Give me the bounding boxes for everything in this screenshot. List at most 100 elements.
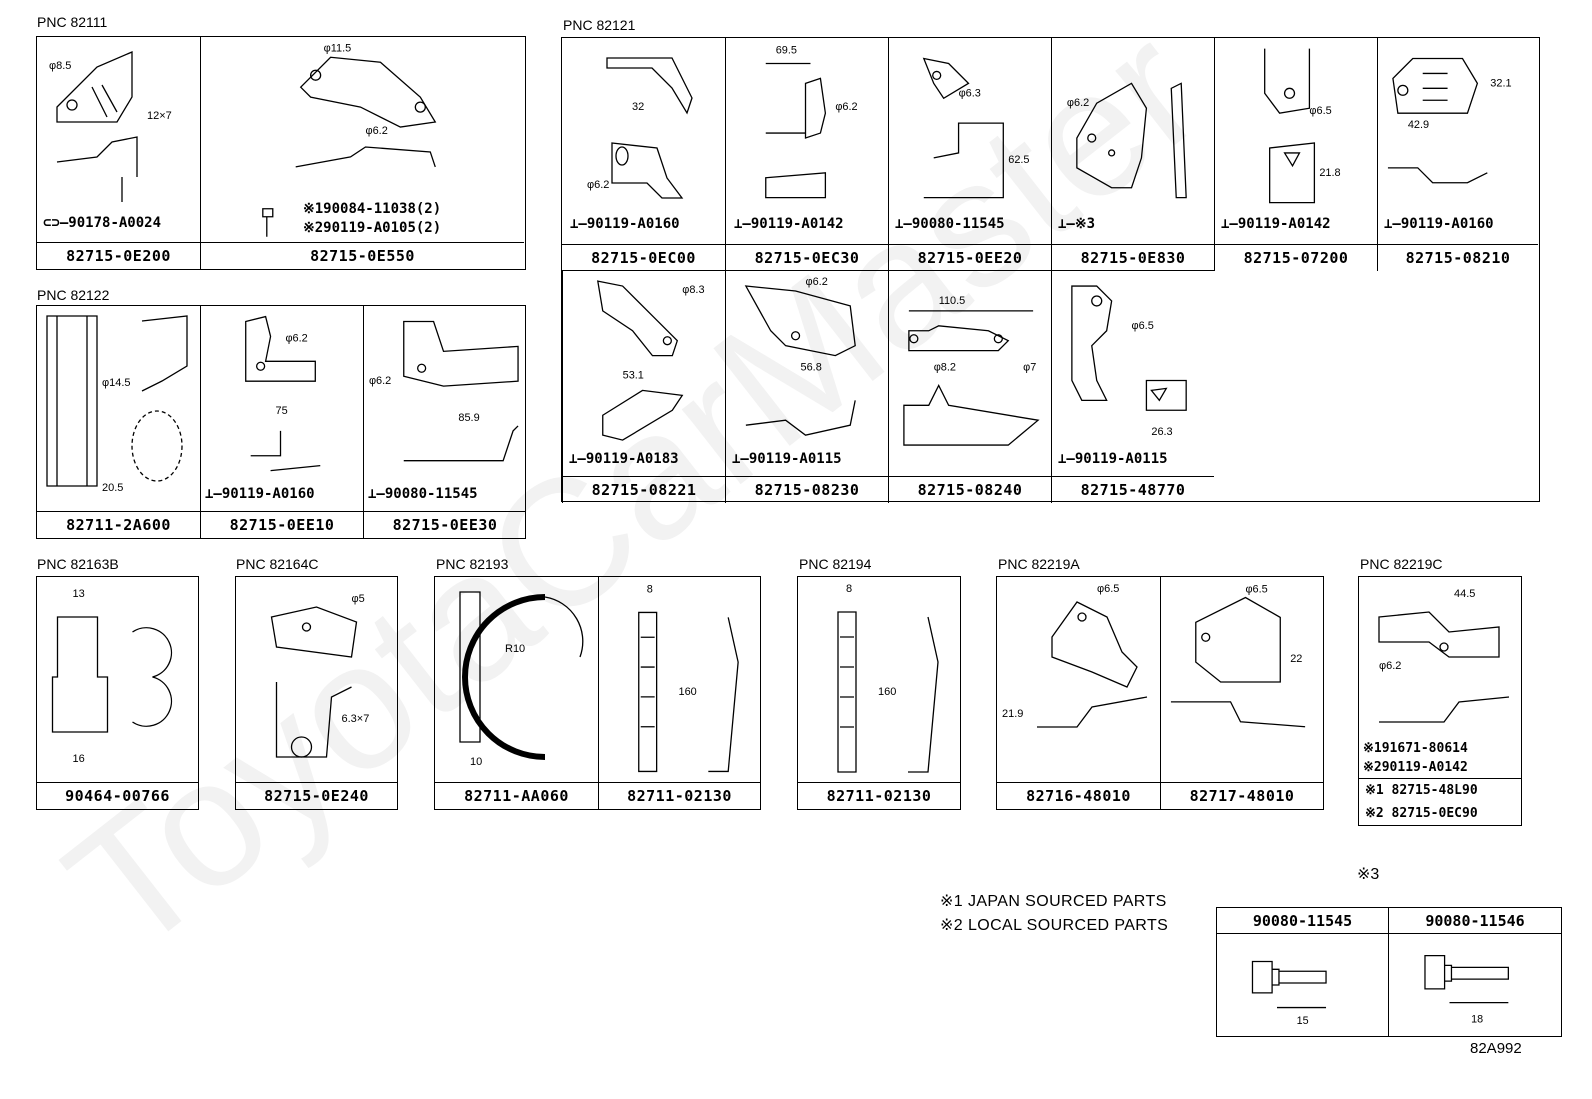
bolt-label: ⊥—90119-A0142 (734, 216, 844, 232)
pnc-label: PNC 82163B (37, 556, 119, 572)
svg-text:21.8: 21.8 (1319, 167, 1340, 179)
svg-text:φ6.5: φ6.5 (1309, 105, 1331, 117)
svg-text:φ6.2: φ6.2 (1379, 660, 1401, 672)
legend: ※1 JAPAN SOURCED PARTS ※2 LOCAL SOURCED … (940, 893, 1169, 934)
part-cell[interactable]: 69.5 φ6.2 ⊥—90119-A0142 82715-0EC30 (725, 38, 888, 271)
part-illustration: 32.1 42.9 (1378, 38, 1538, 245)
svg-text:42.9: 42.9 (1408, 119, 1429, 131)
svg-text:62.5: 62.5 (1008, 154, 1029, 166)
pnc-label: PNC 82193 (436, 556, 509, 572)
pnc-label: PNC 82122 (37, 287, 110, 303)
pnc-label: PNC 82164C (236, 556, 319, 572)
part-number: 90464-00766 (37, 782, 198, 809)
note3-table: 90080-11545 90080-11546 15 18 (1216, 907, 1562, 1037)
pnc-label: PNC 82121 (563, 17, 636, 33)
bolt-label: ⊥—90119-A0183 (569, 451, 679, 467)
diagram-code: 82A992 (1470, 1040, 1522, 1057)
part-illustration: φ6.5 21.8 (1215, 38, 1377, 245)
pnc-label: PNC 82194 (799, 556, 872, 572)
svg-text:75: 75 (276, 405, 288, 417)
svg-text:10: 10 (470, 756, 482, 768)
part-illustration: φ11.5 φ6.2 (201, 37, 524, 243)
part-number: 82716-48010 (997, 782, 1160, 809)
part-number: 82711-2A600 (37, 511, 200, 538)
part-number: 82715-0E550 (201, 242, 524, 269)
svg-text:φ6.2: φ6.2 (835, 101, 857, 113)
svg-text:φ6.2: φ6.2 (1067, 97, 1089, 109)
part-illustration: R10 10 (435, 577, 598, 783)
group-82219c: 44.5 φ6.2 ※191671-80614 ※290119-A0142 ※1 … (1358, 576, 1522, 826)
svg-text:15: 15 (1297, 1015, 1309, 1027)
bolt-label: ⊂⊃—90178-A0024 (43, 215, 162, 231)
note-lines: ※191671-80614 ※290119-A0142 (1363, 741, 1468, 775)
part-number: 82715-0EE10 (201, 511, 363, 538)
svg-text:12×7: 12×7 (147, 110, 172, 122)
note3-part: 90080-11545 (1217, 908, 1389, 934)
svg-text:21.9: 21.9 (1002, 708, 1023, 720)
svg-text:8: 8 (647, 584, 653, 596)
part-cell[interactable]: φ8.5 12×7 ⊂⊃—90178-A0024 82715-0E200 (37, 37, 200, 269)
bolt-label: ⊥—90119-A0160 (1384, 216, 1494, 232)
svg-text:φ6.2: φ6.2 (587, 179, 609, 191)
part-number: 82711-02130 (798, 782, 960, 809)
bolt-label: ⊥—90119-A0115 (732, 451, 842, 467)
part-number-block: ※1 82715-48L90 ※2 82715-0EC90 (1359, 778, 1521, 825)
svg-text:16: 16 (73, 753, 85, 765)
pnc-label: PNC 82219A (998, 556, 1080, 572)
bolt-label: ⊥—90119-A0142 (1221, 216, 1331, 232)
svg-text:φ6.2: φ6.2 (806, 276, 828, 288)
svg-text:85.9: 85.9 (458, 412, 479, 424)
part-illustration: 69.5 φ6.2 (726, 38, 888, 245)
svg-text:R10: R10 (505, 643, 525, 655)
part-cell[interactable]: φ6.2 75 ⊥—90119-A0160 82715-0EE10 (200, 306, 363, 538)
svg-text:φ14.5: φ14.5 (102, 377, 131, 389)
part-illustration: φ6.2 75 (201, 306, 363, 512)
svg-text:φ6.2: φ6.2 (285, 332, 307, 344)
part-cell[interactable]: φ6.2 ⊥—※3 82715-0E830 (1051, 38, 1214, 271)
svg-text:53.1: 53.1 (623, 369, 644, 381)
part-number: 82715-08240 (889, 476, 1051, 503)
svg-text:φ11.5: φ11.5 (324, 42, 352, 54)
bolt-label: ⊥—90119-A0115 (1058, 451, 1168, 467)
bolt-label: ⊥—90119-A0160 (205, 486, 315, 502)
bolt-illustration: 18 (1389, 934, 1561, 1036)
part-number: 82715-0E830 (1052, 244, 1214, 271)
svg-text:69.5: 69.5 (776, 45, 797, 57)
part-number: 82711-02130 (599, 782, 760, 809)
bolt-label: ⊥—90080-11545 (368, 486, 478, 502)
part-cell[interactable]: φ11.5 φ6.2 ※190084-11038(2) ※290119-A010… (200, 37, 524, 269)
bolt-illustration: 15 (1217, 934, 1389, 1036)
svg-text:44.5: 44.5 (1454, 588, 1475, 600)
part-cell[interactable]: 44.5 φ6.2 ※191671-80614 ※290119-A0142 ※1 … (1359, 577, 1521, 825)
svg-text:18: 18 (1471, 1013, 1483, 1025)
svg-text:φ7: φ7 (1023, 362, 1036, 374)
svg-text:32.1: 32.1 (1490, 77, 1511, 89)
